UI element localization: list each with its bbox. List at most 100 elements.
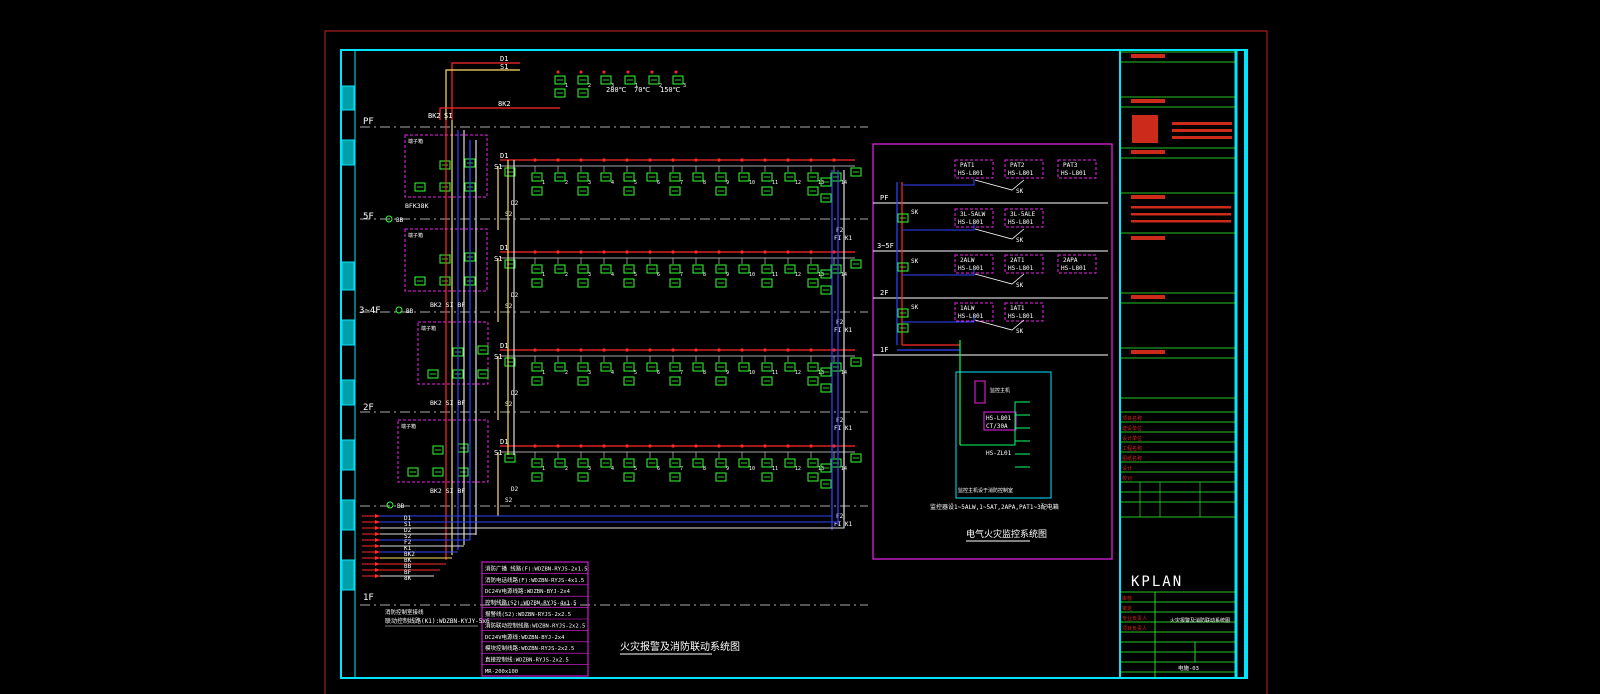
side-tag: BFK38K xyxy=(405,202,429,210)
bus-node xyxy=(625,348,629,352)
fm-module-1f xyxy=(897,323,909,333)
bus-label-d2: D2 xyxy=(511,292,519,299)
box-module xyxy=(439,160,451,170)
legend-row-text: 直接控制线:WDZBN-RYJS-2x2.5 xyxy=(485,656,569,664)
fm-sk-label: SK xyxy=(1016,328,1024,335)
floor-device xyxy=(531,458,543,468)
device-index: 4 xyxy=(611,370,614,376)
floor-device xyxy=(623,362,635,372)
fm-sk-label: SK xyxy=(1016,237,1024,244)
top-feed-lines xyxy=(439,62,560,120)
title-block-row-label: 校对 xyxy=(1122,475,1132,482)
device-index: 1 xyxy=(635,83,638,89)
floor-device xyxy=(554,264,566,274)
bus-node xyxy=(648,444,652,448)
floor-device-2 xyxy=(715,376,727,386)
floor-device xyxy=(784,362,796,372)
bus-node xyxy=(786,158,790,162)
device-index: 1 xyxy=(565,83,568,89)
bus-node xyxy=(694,348,698,352)
arrow-head xyxy=(375,568,380,572)
bus-node xyxy=(809,444,813,448)
floor-device xyxy=(669,362,681,372)
bus-node xyxy=(786,444,790,448)
title-block-drawing-no: 电施-03 xyxy=(1178,664,1199,672)
box-module xyxy=(477,345,489,355)
floor-device xyxy=(784,172,796,182)
floor-device xyxy=(784,458,796,468)
title-block-red-text xyxy=(1131,213,1231,216)
title-block-brand: KPLAN xyxy=(1131,574,1183,590)
floor-device xyxy=(807,458,819,468)
cable-legend-table: 消防广播 线路(F):WDZBN-RYJS-2x1.5消防电话线路(F):WDZ… xyxy=(481,561,589,677)
title-block-red-text xyxy=(1172,122,1232,125)
device-index: 4 xyxy=(611,180,614,186)
roof-node xyxy=(626,70,630,74)
bus-node xyxy=(832,348,836,352)
floor-device xyxy=(807,264,819,274)
floor-device-2 xyxy=(761,376,773,386)
bus-label-s1: S1 xyxy=(494,163,502,171)
floor-device-2 xyxy=(669,186,681,196)
box-module xyxy=(477,369,489,379)
bus-node xyxy=(625,250,629,254)
fm-box xyxy=(1057,159,1097,179)
device-index: 2 xyxy=(659,83,662,89)
side-tag-circle xyxy=(395,306,403,314)
temp-label-3: 150℃ xyxy=(660,86,681,94)
fire-monitor-floor-lines xyxy=(873,202,1108,356)
device-index: 2 xyxy=(565,370,568,376)
floor-device-2 xyxy=(623,376,635,386)
signal-label: BF xyxy=(404,569,412,576)
fm-box-name: PAT2 xyxy=(1010,162,1025,169)
bus-node xyxy=(533,444,537,448)
title-block-row-label: 设计单位 xyxy=(1122,435,1142,442)
floor-device xyxy=(692,362,704,372)
device-index: 11 xyxy=(772,370,778,376)
device-index: 1 xyxy=(542,466,545,472)
device-index: 9 xyxy=(726,272,729,278)
box-module xyxy=(432,445,444,455)
bus-label-d1: D1 xyxy=(500,342,508,350)
floor-device-2 xyxy=(807,472,819,482)
bus-label-k1: FI K1 xyxy=(834,327,852,334)
box-module xyxy=(439,254,451,264)
device-index: 3 xyxy=(588,370,591,376)
fm-box-model: HS-L801 xyxy=(958,219,984,226)
fm-box-name: 1AT1 xyxy=(1010,305,1025,312)
device-index: 8 xyxy=(703,466,706,472)
floor-device xyxy=(531,264,543,274)
bus-label-s1: S1 xyxy=(494,449,502,457)
roof-node xyxy=(602,70,606,74)
bus-node xyxy=(579,444,583,448)
floor-device xyxy=(577,172,589,182)
floor-module-end xyxy=(850,167,862,177)
bus-node xyxy=(786,348,790,352)
roof-node xyxy=(674,70,678,74)
arrow-head xyxy=(375,526,380,530)
floor-device-2 xyxy=(715,186,727,196)
bus-label-d1: D1 xyxy=(500,438,508,446)
device-index: 11 xyxy=(772,466,778,472)
side-tag-bb: BB xyxy=(406,308,414,315)
floor-device xyxy=(738,362,750,372)
arrow-head xyxy=(375,544,380,548)
floor-device-2 xyxy=(761,278,773,288)
title-block-red-label xyxy=(1131,99,1165,103)
fm-footnote: 监控器设1~5ALW,1~5AT,2APA,PAT1~3配电箱 xyxy=(930,503,1059,511)
device-index: 3 xyxy=(588,272,591,278)
temp-label-1: 280℃ xyxy=(606,86,627,94)
device-index: 3 xyxy=(588,180,591,186)
floor-device-2 xyxy=(623,472,635,482)
side-tag-bb: BB xyxy=(397,503,405,510)
floor-device xyxy=(623,264,635,274)
device-index: 6 xyxy=(657,180,660,186)
device-index: 11 xyxy=(772,180,778,186)
bus-label-f2: F2 xyxy=(836,319,844,326)
legend-row-text: 消防联动控制线路:WDZBN-RYJS-2x2.5 xyxy=(485,621,585,629)
floor-device xyxy=(761,264,773,274)
fm-host-model-sub: CT/30A xyxy=(986,423,1008,430)
roof-device xyxy=(624,75,636,85)
device-index: 10 xyxy=(749,370,755,376)
